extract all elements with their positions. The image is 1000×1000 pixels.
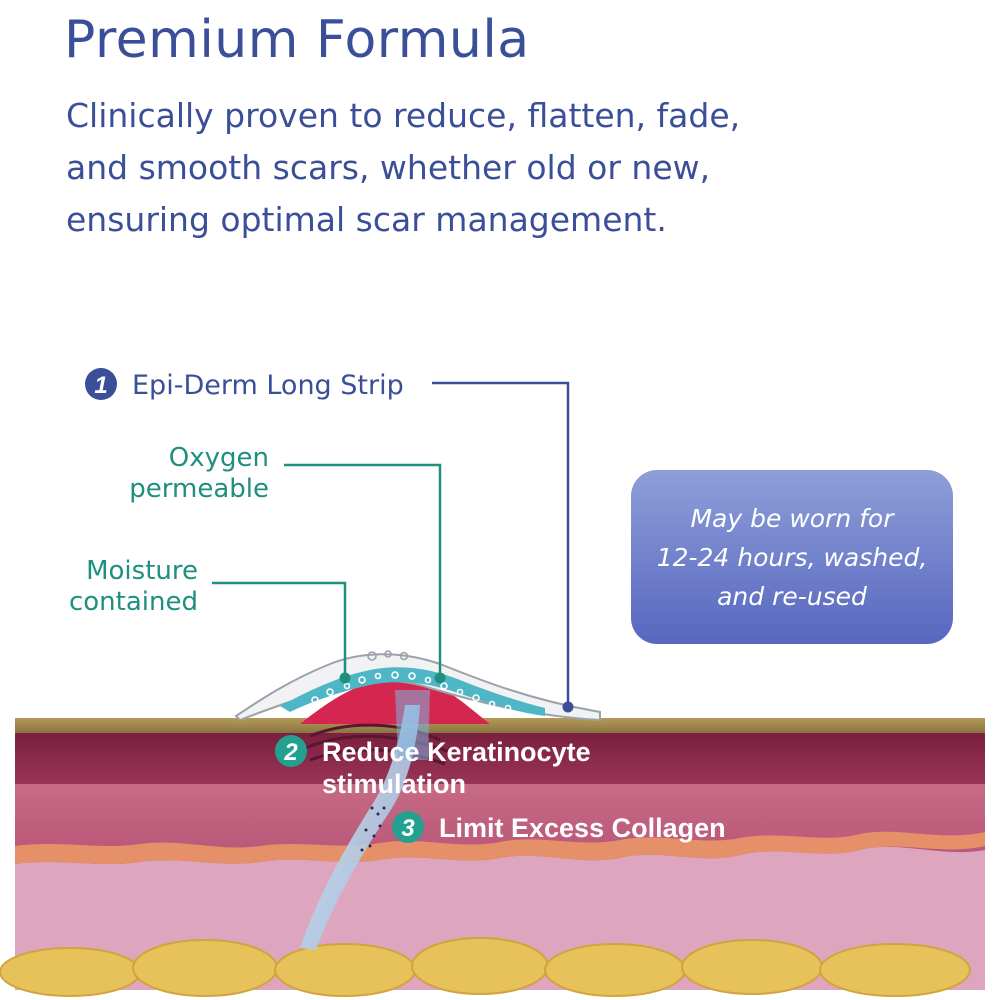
- page-title: Premium Formula: [64, 10, 530, 70]
- fat-cells: [0, 937, 971, 997]
- moisture-line-2: contained: [69, 587, 198, 617]
- subtitle-line-1: Clinically proven to reduce, flatten, fa…: [66, 96, 741, 135]
- number-badge-1: [85, 368, 117, 400]
- reuse-callout-box: May be worn for 12-24 hours, washed, and…: [631, 470, 953, 644]
- badge-3-number: 3: [401, 815, 415, 842]
- maroon-epidermis-layer: [15, 732, 985, 784]
- number-badge-2: [275, 735, 307, 767]
- scar-tissue: [300, 676, 490, 950]
- number-badge-3: [392, 811, 424, 843]
- label-limit-collagen: 3 Limit Excess Collagen: [392, 811, 726, 843]
- subtitle-line-3: ensuring optimal scar management.: [66, 200, 667, 239]
- skin-layers: [0, 718, 985, 997]
- callout-line-3: and re-used: [717, 581, 867, 611]
- callout-line-1: May be worn for: [690, 503, 894, 533]
- effect2-line-2: stimulation: [322, 769, 466, 799]
- label-reduce-keratinocyte: 2 Reduce Keratinocyte stimulation: [275, 735, 591, 799]
- label-oxygen-permeable: Oxygen permeable: [129, 443, 269, 504]
- callout-line-2: 12-24 hours, washed,: [656, 542, 928, 572]
- subtitle-line-2: and smooth scars, whether old or new,: [66, 148, 711, 187]
- skin-surface-band: [15, 718, 985, 733]
- oxygen-line-2: permeable: [129, 474, 269, 504]
- page-subtitle: Clinically proven to reduce, flatten, fa…: [66, 90, 846, 246]
- product-label: Epi-Derm Long Strip: [132, 370, 404, 401]
- effect2-line-1: Reduce Keratinocyte: [322, 737, 591, 767]
- label-moisture-contained: Moisture contained: [69, 556, 198, 617]
- label-epi-derm-long-strip: 1 Epi-Derm Long Strip: [85, 368, 404, 401]
- oxygen-line-1: Oxygen: [169, 443, 269, 473]
- collagen-fiber: [300, 705, 420, 950]
- effect3-label: Limit Excess Collagen: [439, 813, 726, 843]
- badge-1-number: 1: [94, 372, 107, 399]
- orange-band: [15, 831, 985, 864]
- leader-lines: [212, 381, 574, 713]
- moisture-line-1: Moisture: [86, 556, 198, 586]
- badge-2-number: 2: [283, 739, 298, 766]
